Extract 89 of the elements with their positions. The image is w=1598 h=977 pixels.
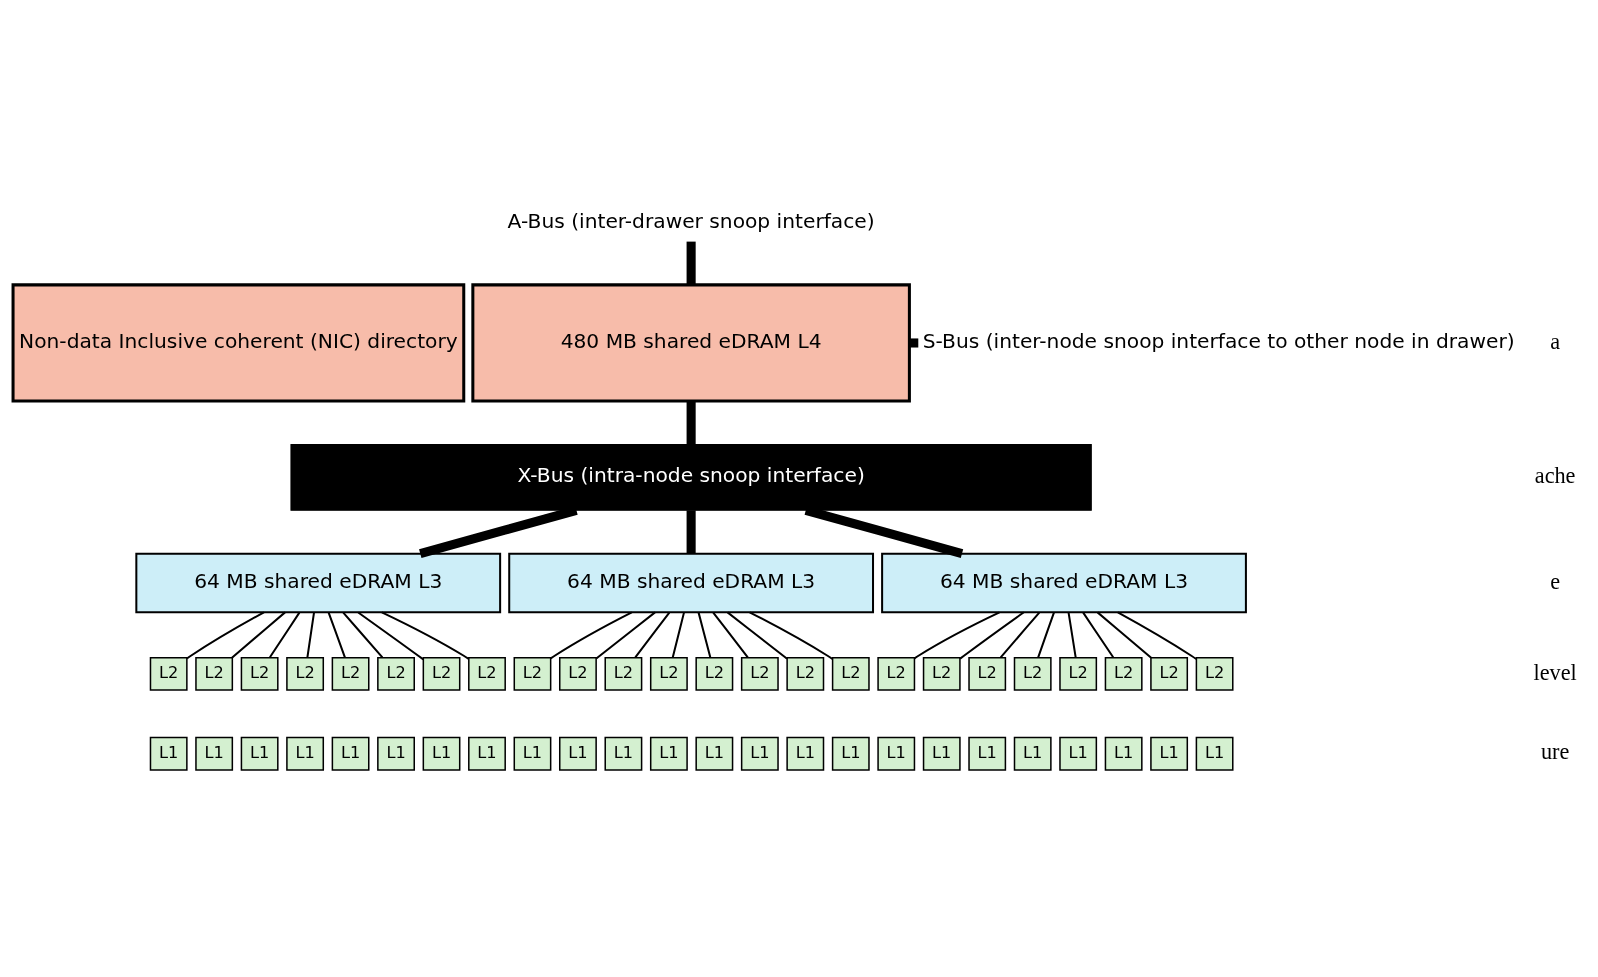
node-box: L2 [649, 657, 688, 691]
node-box: L1 [1059, 736, 1098, 771]
node-box: L1 [831, 736, 870, 771]
node-box: L1 [195, 736, 234, 771]
connector [712, 612, 749, 658]
node-box: L1 [649, 736, 688, 771]
connector [550, 611, 633, 660]
node-box: L1 [786, 736, 825, 771]
node-box: L1 [286, 736, 325, 771]
node-box: 64 MB shared eDRAM L3 [508, 552, 875, 614]
connector [909, 338, 919, 348]
connector [357, 611, 424, 661]
connector [671, 612, 685, 658]
node-box: L1 [468, 736, 506, 771]
connector [959, 611, 1025, 660]
node-box: X-Bus (intra-node snoop interface) [290, 444, 1092, 511]
connector [1082, 612, 1114, 658]
connector [1067, 612, 1077, 658]
connector [634, 612, 671, 658]
connector [231, 611, 286, 659]
node-box: L2 [1059, 657, 1098, 691]
label: ure [1540, 739, 1570, 765]
node-box: 64 MB shared eDRAM L3 [135, 552, 502, 614]
node-box: L2 [331, 657, 370, 691]
connector [999, 611, 1041, 658]
node-box: L1 [604, 736, 643, 771]
node-box: L2 [559, 657, 597, 691]
node-box: L1 [1104, 736, 1143, 771]
node-box: L2 [513, 657, 552, 691]
connector [381, 611, 470, 660]
node-box: L2 [468, 657, 506, 691]
node-box: L2 [695, 657, 734, 691]
node-box: L1 [331, 736, 370, 771]
connector [686, 401, 696, 445]
connector [686, 510, 696, 554]
node-box: L2 [240, 657, 279, 691]
node-box: 64 MB shared eDRAM L3 [881, 552, 1247, 614]
node-box: L2 [195, 657, 234, 691]
connector [595, 611, 656, 660]
node-box: L2 [1150, 657, 1189, 691]
label: ache [1534, 463, 1576, 489]
node-box: L2 [1195, 657, 1234, 691]
connector [686, 241, 696, 285]
node-text: A-Bus (inter-drawer snoop interface) [507, 209, 875, 234]
node-box: L1 [149, 736, 188, 771]
node-box: 480 MB shared eDRAM L4 [471, 283, 911, 403]
node-box: L1 [377, 736, 415, 771]
node-box: L2 [877, 657, 916, 691]
node-box: L1 [513, 736, 552, 771]
node-box: L2 [740, 657, 779, 691]
connector [1096, 611, 1152, 659]
connector [327, 612, 346, 658]
node-box: L2 [831, 657, 870, 691]
label: level [1533, 659, 1577, 685]
node-box: L1 [559, 736, 597, 771]
node-box: L1 [740, 736, 779, 771]
node-box: L1 [968, 736, 1007, 771]
label: e [1550, 568, 1561, 594]
connector [1037, 612, 1055, 658]
connector [1117, 611, 1197, 660]
node-box: L2 [968, 657, 1007, 691]
node-box: L1 [922, 736, 961, 771]
node-box: L1 [1013, 736, 1052, 771]
node-text: S-Bus (inter-node snoop interface to other node in drawer) [922, 329, 1515, 354]
node-box: L1 [1195, 736, 1234, 771]
label: a [1550, 328, 1561, 354]
node-box: L2 [922, 657, 961, 691]
node-box: L2 [786, 657, 825, 691]
node-box: L2 [149, 657, 188, 691]
connector [726, 611, 788, 660]
node-box: L2 [1104, 657, 1143, 691]
connector [342, 611, 384, 658]
node-box: L2 [422, 657, 461, 691]
connector [749, 611, 833, 660]
node-box: L2 [604, 657, 643, 691]
node-box: L1 [1150, 736, 1189, 771]
node-box: L1 [240, 736, 279, 771]
node-box: L2 [1013, 657, 1052, 691]
connector [269, 612, 301, 658]
node-box: L2 [377, 657, 415, 691]
node-box: L1 [877, 736, 916, 771]
connector [186, 611, 265, 660]
node-box: Non-data Inclusive coherent (NIC) directory [11, 283, 466, 403]
node-box: L1 [695, 736, 734, 771]
connector [697, 612, 712, 658]
node-box: L2 [286, 657, 325, 691]
connector [306, 612, 315, 658]
connector [913, 611, 1000, 660]
node-box: L1 [422, 736, 461, 771]
